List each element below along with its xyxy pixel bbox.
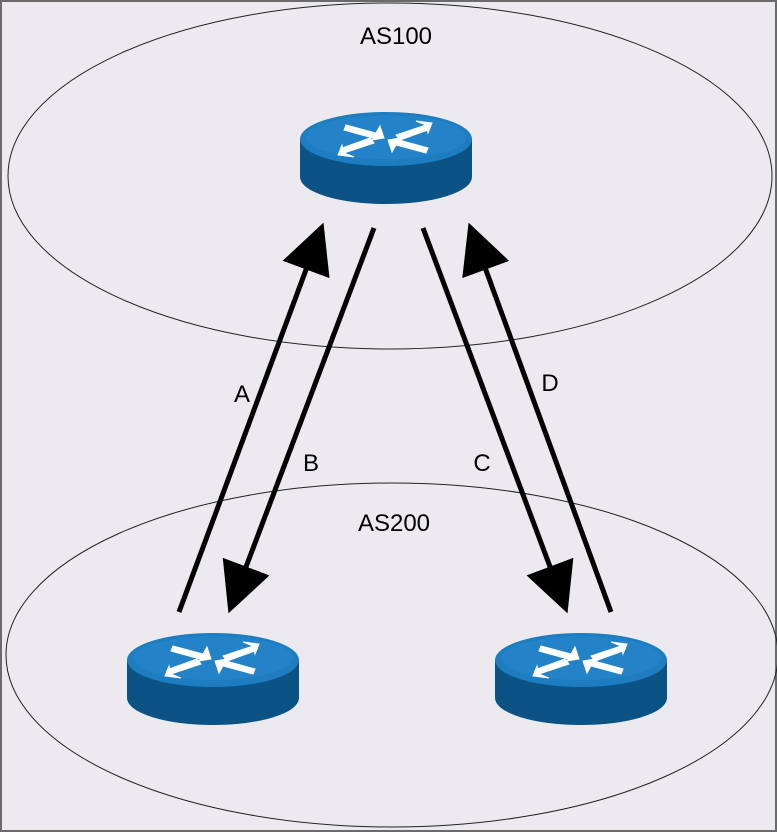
arrow-label-c: C xyxy=(473,450,490,477)
arrow-a xyxy=(176,222,330,613)
as100-label: AS100 xyxy=(360,23,432,50)
as200-boundary xyxy=(5,482,777,828)
as100-boundary xyxy=(7,2,773,350)
router-icon xyxy=(494,632,668,726)
arrow-c xyxy=(420,227,574,614)
arrow-label-d: D xyxy=(541,370,558,397)
as200-label: AS200 xyxy=(358,510,430,537)
router-icon xyxy=(126,632,300,726)
arrow-b xyxy=(222,227,377,614)
arrow-label-a: A xyxy=(234,381,250,408)
arrow-label-b: B xyxy=(303,450,319,477)
arrow-d xyxy=(462,222,614,613)
router-icon xyxy=(299,111,473,205)
